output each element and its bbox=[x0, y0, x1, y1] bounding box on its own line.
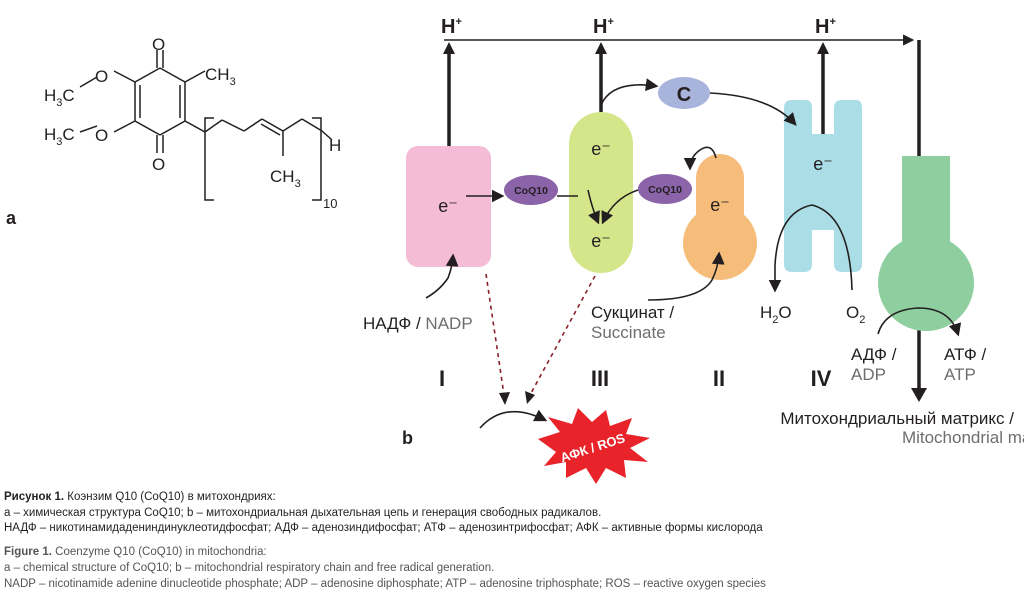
arrow-o2-to-h2o bbox=[768, 204, 853, 293]
panel-label-a: a bbox=[6, 208, 17, 228]
complex-IV-electron: e⁻ bbox=[813, 154, 833, 174]
proton-label-3: H+ bbox=[815, 16, 836, 38]
ch3-top-label: CH3 bbox=[205, 65, 236, 88]
atp-ru-label: АТФ / bbox=[944, 345, 986, 364]
arrow-to-ros bbox=[479, 409, 548, 429]
complex-II-numeral: II bbox=[713, 366, 725, 391]
complex-II-electron: e⁻ bbox=[710, 195, 730, 215]
arrow-coq10-to-III-right bbox=[601, 189, 639, 225]
caption-en-line2: a – chemical structure of CoQ10; b – mit… bbox=[4, 562, 495, 574]
atp-synthase-shape bbox=[878, 156, 974, 331]
dashed-arrow-III-to-ros bbox=[529, 275, 596, 396]
ch3-chain-label: CH3 bbox=[270, 167, 301, 190]
arrow-coq10-to-III-left bbox=[587, 189, 600, 225]
panel-label-b: b bbox=[402, 428, 413, 448]
complex-I-shape bbox=[406, 146, 491, 267]
succinate-ru-label: Сукцинат / bbox=[591, 303, 674, 322]
methoxy-o1-label: O bbox=[95, 67, 108, 86]
caption-ru-line3: НАДФ – никотинамидадениндинуклеотидфосфа… bbox=[4, 522, 763, 534]
coq10-structure bbox=[79, 50, 333, 201]
h3c-2-label: H3C bbox=[44, 125, 75, 148]
caption-ru-line2: a – химическая структура CoQ10; b – мито… bbox=[4, 507, 602, 519]
complex-III-numeral: III bbox=[591, 366, 609, 391]
repeat-count-label: 10 bbox=[323, 196, 337, 211]
h-end-label: H bbox=[329, 136, 341, 155]
complex-III-electron-bottom: e⁻ bbox=[591, 231, 611, 251]
coq10-label-2: CoQ10 bbox=[648, 184, 682, 196]
oxygen-label: O2 bbox=[846, 303, 865, 326]
coq10-oval-1 bbox=[504, 175, 558, 205]
coq10-label-1: CoQ10 bbox=[514, 185, 548, 197]
complex-II-shape bbox=[683, 154, 757, 280]
caption-ru-title: Рисунок 1. Коэнзим Q10 (CoQ10) в митохон… bbox=[4, 491, 276, 503]
ros-burst bbox=[538, 408, 650, 484]
proton-label-1: H+ bbox=[441, 16, 462, 38]
succinate-en-label: Succinate bbox=[591, 323, 666, 342]
oxygen-top-label: O bbox=[152, 35, 165, 54]
complex-III-electron-top: e⁻ bbox=[591, 139, 611, 159]
arrow-c-to-IV bbox=[709, 92, 797, 126]
arrow-adp-to-atp bbox=[877, 307, 962, 337]
structure-labels: O O O O H3C H3C CH3 CH3 H 10 bbox=[44, 35, 341, 211]
arrow-succinate-to-II bbox=[647, 251, 725, 301]
arrow-II-to-coq10 bbox=[683, 146, 717, 171]
cytochrome-c-oval bbox=[658, 77, 710, 109]
caption-en-line3: NADP – nicotinamide adenine dinucleotide… bbox=[4, 578, 766, 590]
oxygen-bottom-label: O bbox=[152, 155, 165, 174]
matrix-en-label: Mitochondrial matrix bbox=[902, 428, 1024, 447]
dashed-arrow-I-to-ros bbox=[485, 273, 505, 396]
complex-IV-numeral: IV bbox=[811, 366, 832, 391]
adp-ru-label: АДФ / bbox=[851, 345, 897, 364]
methoxy-o2-label: O bbox=[95, 126, 108, 145]
matrix-ru-label: Митохондриальный матрикс / bbox=[780, 409, 1014, 428]
h3c-1-label: H3C bbox=[44, 86, 75, 109]
adp-en-label: ADP bbox=[851, 365, 886, 384]
complex-IV-shape bbox=[784, 100, 862, 272]
water-label: H2O bbox=[760, 303, 792, 326]
arrow-nadp-to-I bbox=[425, 253, 459, 299]
proton-label-2: H+ bbox=[593, 16, 614, 38]
cytochrome-c-label: C bbox=[677, 84, 691, 106]
nadp-label: НАДФ / NADP bbox=[363, 314, 473, 333]
complex-III-shape bbox=[569, 112, 633, 273]
complex-I-electron: e⁻ bbox=[438, 196, 458, 216]
matrix-arrowhead bbox=[911, 388, 927, 402]
caption-en-title: Figure 1. Coenzyme Q10 (CoQ10) in mitoch… bbox=[4, 546, 267, 558]
atp-en-label: ATP bbox=[944, 365, 976, 384]
arrow-III-to-c bbox=[600, 78, 659, 106]
complex-I-numeral: I bbox=[439, 366, 445, 391]
coq10-oval-2 bbox=[638, 174, 692, 204]
figure-canvas: O O O O H3C H3C CH3 CH3 H 10 a H+ H+ H+ … bbox=[6, 16, 1024, 484]
